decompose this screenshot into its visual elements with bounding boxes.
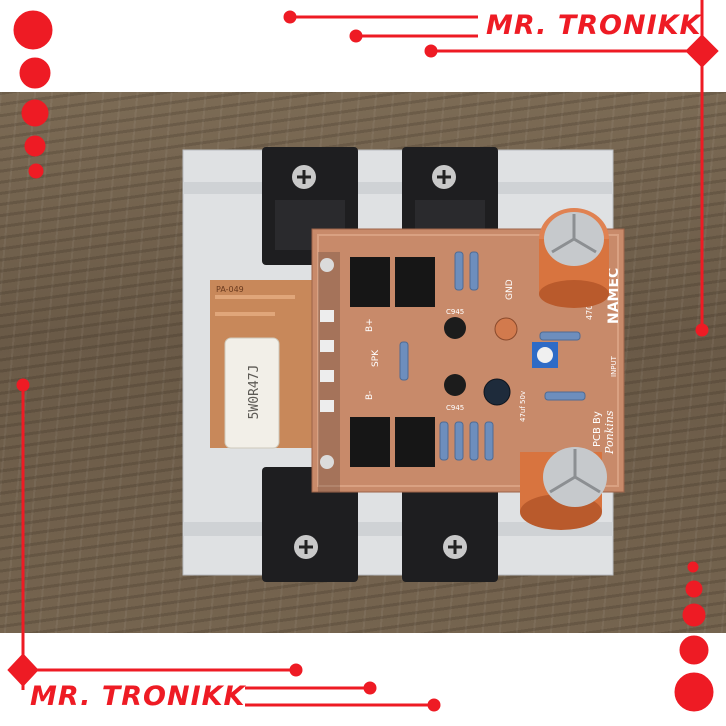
label-cap-rating-small: 47uf 50v bbox=[519, 391, 527, 422]
side-pcb-label: PA-049 bbox=[216, 285, 244, 294]
label-gnd: GND bbox=[505, 279, 515, 300]
label-b-plus: B+ bbox=[365, 318, 375, 332]
board-illustration: 5W0R47J PA-049 B+ SPK B- bbox=[182, 147, 625, 582]
label-input: INPUT bbox=[610, 355, 618, 377]
brand-watermark-top: MR. TRONIKK bbox=[486, 10, 702, 41]
board-brand-label: NAMEC bbox=[606, 268, 622, 324]
credit-line1: PCB By bbox=[592, 411, 603, 447]
transistor-label-top: C945 bbox=[446, 308, 464, 316]
power-transistor-top-left bbox=[262, 147, 358, 265]
power-transistor-bottom-left bbox=[262, 467, 358, 582]
main-capacitor-bottom bbox=[520, 447, 607, 530]
power-transistor-bottom-right bbox=[402, 467, 498, 582]
main-capacitor-top bbox=[539, 208, 609, 308]
brand-watermark-bottom: MR. TRONIKK bbox=[30, 681, 246, 712]
power-resistor-label: 5W0R47J bbox=[247, 365, 262, 420]
credit-line2: Ponkins bbox=[603, 410, 616, 455]
label-speaker: SPK bbox=[371, 349, 381, 367]
amplifier-board-photo: 5W0R47J PA-049 B+ SPK B- bbox=[0, 92, 726, 633]
side-pcb: 5W0R47J PA-049 bbox=[210, 280, 322, 449]
transistor-label-bottom: C945 bbox=[446, 404, 464, 412]
label-b-minus: B- bbox=[365, 391, 375, 400]
